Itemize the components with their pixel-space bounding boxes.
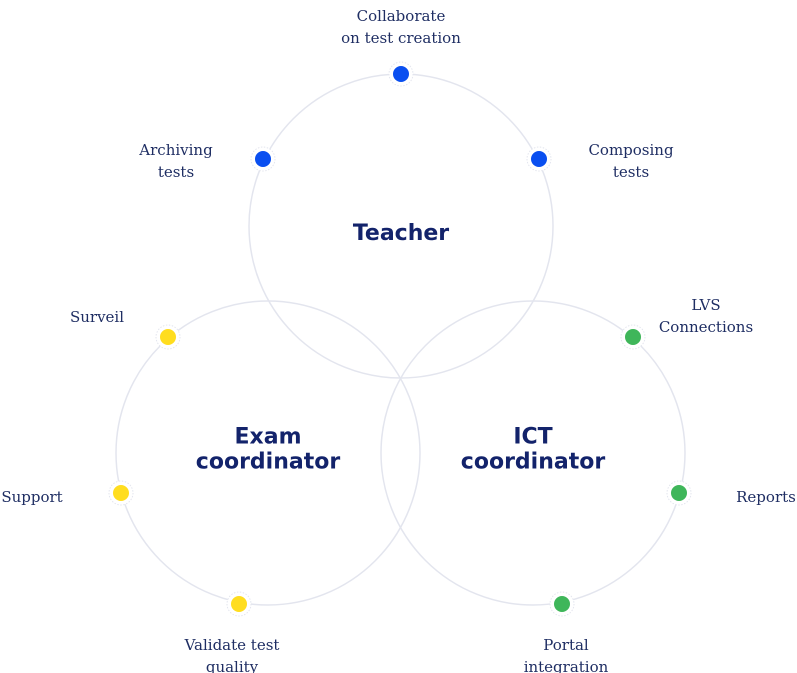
node-dot-reports[interactable] xyxy=(671,485,687,501)
role-label-teacher: Teacher xyxy=(353,221,449,246)
node-label-collaborate: on test creation xyxy=(341,29,461,47)
role-label-exam: Exam xyxy=(235,425,302,450)
node-dot-surveil[interactable] xyxy=(160,329,176,345)
node-label-composing: tests xyxy=(613,163,649,181)
node-label-validate: Validate test xyxy=(184,636,280,654)
role-label-exam: coordinator xyxy=(196,450,341,475)
node-dot-support[interactable] xyxy=(113,485,129,501)
node-label-composing: Composing xyxy=(588,141,674,159)
node-dot-composing[interactable] xyxy=(531,151,547,167)
role-label-ict: ICT xyxy=(513,425,552,450)
exam-coordinator-circle xyxy=(115,300,421,606)
node-dots xyxy=(108,61,692,617)
node-dot-lvs[interactable] xyxy=(625,329,641,345)
node-label-reports: Reports xyxy=(736,488,796,506)
node-label-lvs: Connections xyxy=(659,318,753,336)
node-label-archiving: tests xyxy=(158,163,194,181)
node-dot-portal[interactable] xyxy=(554,596,570,612)
node-label-lvs: LVS xyxy=(691,296,720,314)
role-label-ict: coordinator xyxy=(461,450,606,475)
node-label-portal: integration xyxy=(524,658,609,673)
node-label-support: Support xyxy=(1,488,62,506)
node-dot-archiving[interactable] xyxy=(255,151,271,167)
node-label-validate: quality xyxy=(206,658,259,673)
ict-coordinator-circle xyxy=(380,300,686,606)
node-label-surveil: Surveil xyxy=(70,308,124,326)
node-label-collaborate: Collaborate xyxy=(357,7,446,25)
node-dot-validate[interactable] xyxy=(231,596,247,612)
node-label-archiving: Archiving xyxy=(138,141,213,159)
node-label-portal: Portal xyxy=(543,636,589,654)
node-dot-collaborate[interactable] xyxy=(393,66,409,82)
